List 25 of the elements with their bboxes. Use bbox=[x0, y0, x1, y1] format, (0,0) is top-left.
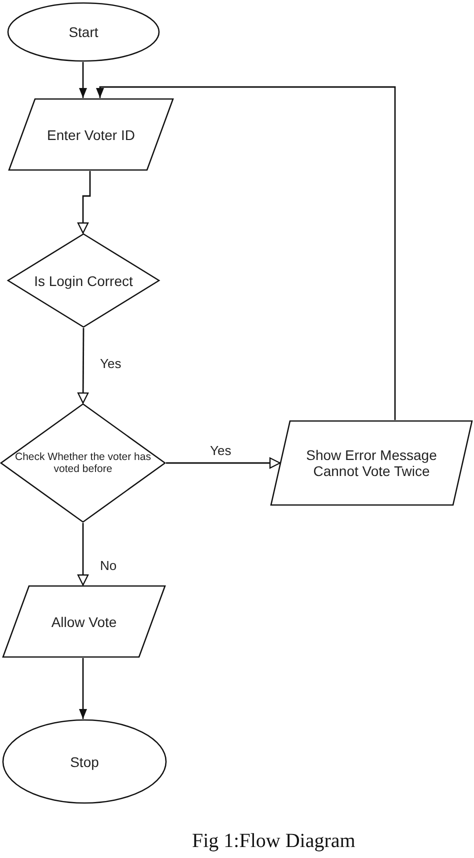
arrow bbox=[77, 171, 91, 234]
arrow bbox=[166, 457, 281, 469]
node-label: Check Whether the voter has voted before bbox=[14, 451, 152, 475]
decision-diamond bbox=[0, 403, 166, 523]
decision-diamond bbox=[7, 233, 160, 328]
input-parallelogram bbox=[8, 98, 174, 171]
arrow bbox=[79, 658, 87, 719]
output-parallelogram bbox=[270, 420, 473, 506]
output-parallelogram bbox=[2, 585, 166, 658]
node-label: Enter Voter ID bbox=[47, 126, 135, 142]
stop-ellipse bbox=[2, 719, 167, 804]
edge-label: No bbox=[98, 558, 119, 573]
edge-label: Yes bbox=[98, 356, 124, 371]
arrow bbox=[77, 523, 89, 586]
figure-caption: Fig 1:Flow Diagram bbox=[192, 830, 356, 853]
node-label: Stop bbox=[70, 754, 99, 770]
start-ellipse bbox=[7, 2, 160, 62]
arrow bbox=[96, 86, 396, 420]
node-label: Allow Vote bbox=[51, 614, 117, 630]
edge-label: Yes bbox=[208, 443, 234, 458]
node-label: Is Login Correct bbox=[34, 272, 133, 288]
node-label: Start bbox=[68, 24, 98, 40]
node-label: Show Error Message Cannot Vote Twice bbox=[305, 447, 438, 479]
arrow bbox=[77, 328, 89, 404]
arrow bbox=[79, 62, 87, 98]
